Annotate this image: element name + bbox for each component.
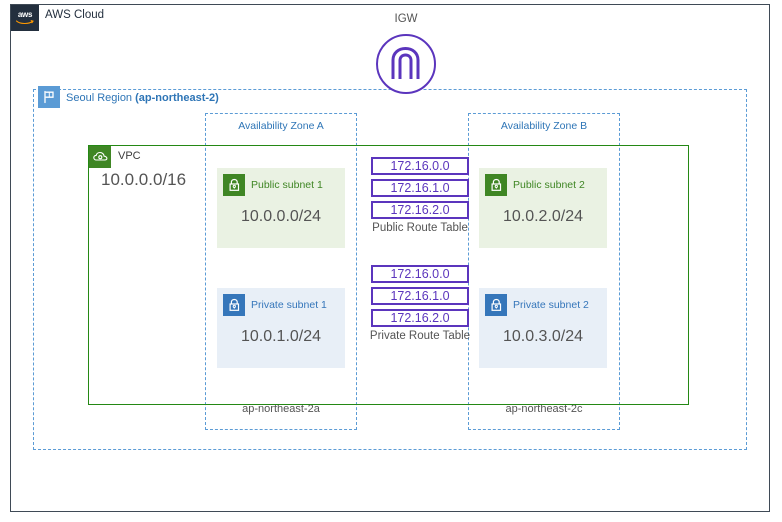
private-route-table[interactable]: 172.16.0.0 172.16.1.0 172.16.2.0 Private… bbox=[370, 265, 470, 342]
vpc-cloud-icon bbox=[89, 146, 111, 168]
subnet-public-2[interactable]: Public subnet 2 10.0.2.0/24 bbox=[479, 168, 607, 248]
route-entry[interactable]: 172.16.2.0 bbox=[371, 201, 469, 219]
route-entry[interactable]: 172.16.1.0 bbox=[371, 179, 469, 197]
route-entry[interactable]: 172.16.0.0 bbox=[371, 265, 469, 283]
subnet-private-1-cidr: 10.0.1.0/24 bbox=[240, 328, 322, 345]
region-code: (ap-northeast-2) bbox=[135, 92, 219, 104]
region-title: Seoul Region (ap-northeast-2) bbox=[66, 92, 219, 104]
vpc-cidr: 10.0.0.0/16 bbox=[101, 170, 187, 189]
internet-gateway-icon[interactable] bbox=[376, 34, 436, 94]
lock-icon bbox=[485, 294, 507, 316]
route-entry[interactable]: 172.16.1.0 bbox=[371, 287, 469, 305]
aws-logo-icon: aws bbox=[11, 5, 39, 31]
subnet-public-1-name: Public subnet 1 bbox=[251, 179, 323, 191]
vpc-boundary bbox=[88, 145, 689, 405]
region-flag-icon bbox=[38, 86, 60, 108]
vpc-label: VPC bbox=[118, 150, 141, 162]
aws-cloud-title: AWS Cloud bbox=[45, 9, 105, 21]
route-entry[interactable]: 172.16.0.0 bbox=[371, 157, 469, 175]
subnet-public-1-cidr: 10.0.0.0/24 bbox=[240, 208, 322, 225]
availability-zone-b-title: Availability Zone B bbox=[500, 120, 588, 132]
subnet-private-1[interactable]: Private subnet 1 10.0.1.0/24 bbox=[217, 288, 345, 368]
route-entry[interactable]: 172.16.2.0 bbox=[371, 309, 469, 327]
subnet-private-2-name: Private subnet 2 bbox=[513, 299, 589, 311]
availability-zone-b-footer: ap-northeast-2c bbox=[505, 403, 583, 415]
lock-icon bbox=[223, 174, 245, 196]
lock-icon bbox=[485, 174, 507, 196]
igw-label: IGW bbox=[394, 13, 418, 25]
lock-icon bbox=[223, 294, 245, 316]
private-route-table-label: Private Route Table bbox=[369, 330, 471, 342]
availability-zone-a-title: Availability Zone A bbox=[238, 120, 324, 132]
subnet-private-2[interactable]: Private subnet 2 10.0.3.0/24 bbox=[479, 288, 607, 368]
public-route-table[interactable]: 172.16.0.0 172.16.1.0 172.16.2.0 Public … bbox=[371, 157, 469, 234]
aws-logo-text: aws bbox=[17, 10, 33, 19]
subnet-private-1-name: Private subnet 1 bbox=[251, 299, 327, 311]
subnet-public-2-cidr: 10.0.2.0/24 bbox=[502, 208, 584, 225]
public-route-table-label: Public Route Table bbox=[372, 222, 468, 234]
subnet-private-2-cidr: 10.0.3.0/24 bbox=[502, 328, 584, 345]
region-name: Seoul Region bbox=[66, 92, 136, 104]
availability-zone-a-footer: ap-northeast-2a bbox=[242, 403, 320, 415]
subnet-public-1[interactable]: Public subnet 1 10.0.0.0/24 bbox=[217, 168, 345, 248]
availability-zone-a-boundary bbox=[205, 113, 357, 430]
subnet-public-2-name: Public subnet 2 bbox=[513, 179, 585, 191]
